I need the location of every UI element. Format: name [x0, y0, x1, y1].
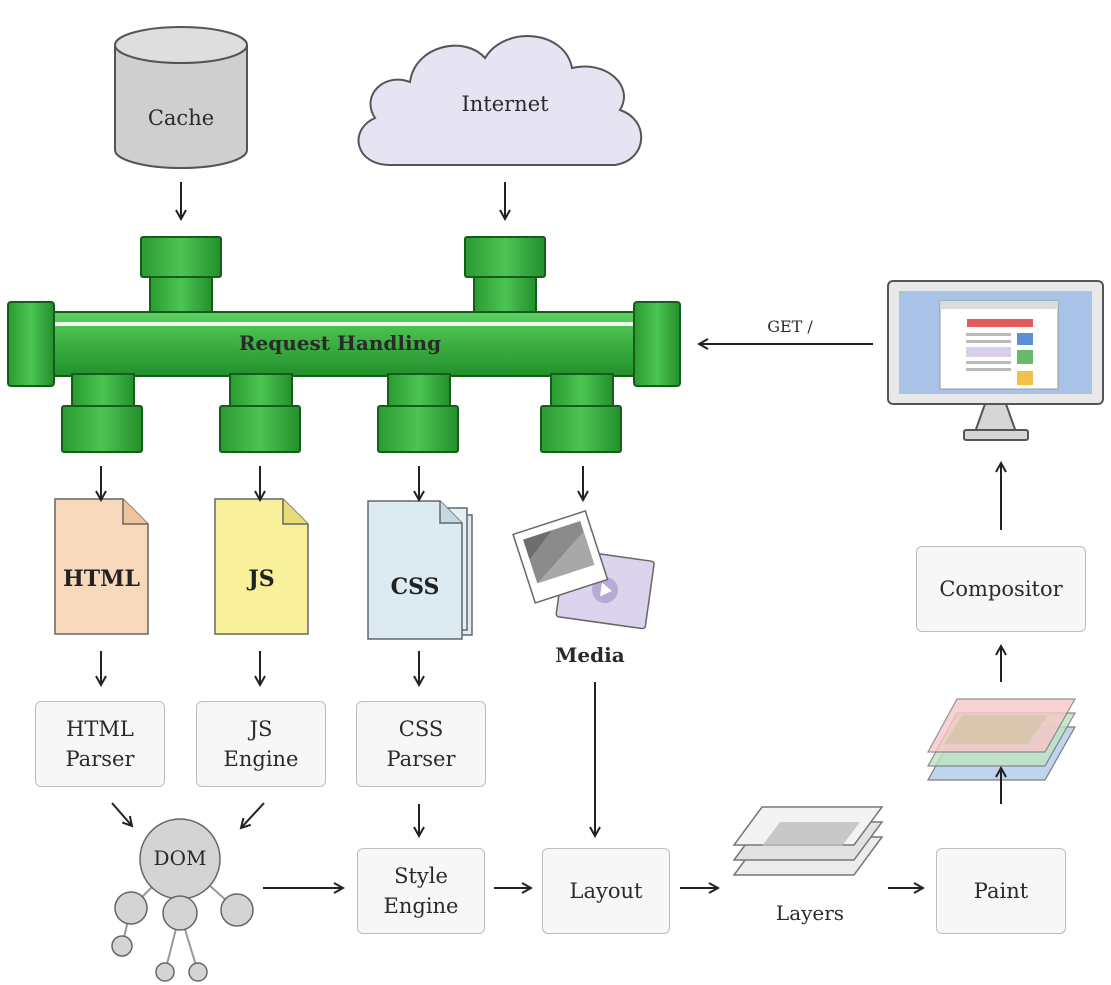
request-handling-label: Request Handling: [238, 331, 442, 355]
media-icon: [512, 510, 655, 630]
arrows: [101, 182, 1001, 888]
js-document-icon: [214, 498, 309, 635]
colored-layers-icon: [926, 698, 1077, 781]
html-parser-box: HTML Parser: [35, 701, 165, 787]
css-documents-icon: [367, 500, 473, 640]
js-doc-label: JS: [248, 566, 275, 592]
js-engine-box: JS Engine: [196, 701, 326, 787]
html-document-icon: [54, 498, 149, 635]
monitor-icon: [887, 280, 1104, 441]
layers-label: Layers: [775, 901, 845, 925]
arrow-htmlparser-dom: [111, 802, 132, 826]
html-doc-label: HTML: [63, 566, 140, 592]
style-engine-box: Style Engine: [357, 848, 485, 934]
cache-icon: [114, 26, 248, 169]
request-handling-pipe: [7, 236, 681, 453]
dom-label: DOM: [153, 846, 207, 870]
css-doc-label: CSS: [390, 574, 440, 600]
cache-label: Cache: [147, 106, 215, 130]
dom-tree-icon: [111, 818, 254, 982]
arrow-jsengine-dom: [241, 802, 265, 828]
get-request-label: GET /: [767, 317, 813, 336]
internet-label: Internet: [461, 92, 549, 116]
css-parser-box: CSS Parser: [356, 701, 486, 787]
layers-stack-icon: [732, 806, 884, 876]
paint-box: Paint: [936, 848, 1066, 934]
layout-box: Layout: [542, 848, 670, 934]
internet-cloud-icon: [357, 35, 643, 166]
media-label: Media: [555, 643, 625, 667]
compositor-box: Compositor: [916, 546, 1086, 632]
